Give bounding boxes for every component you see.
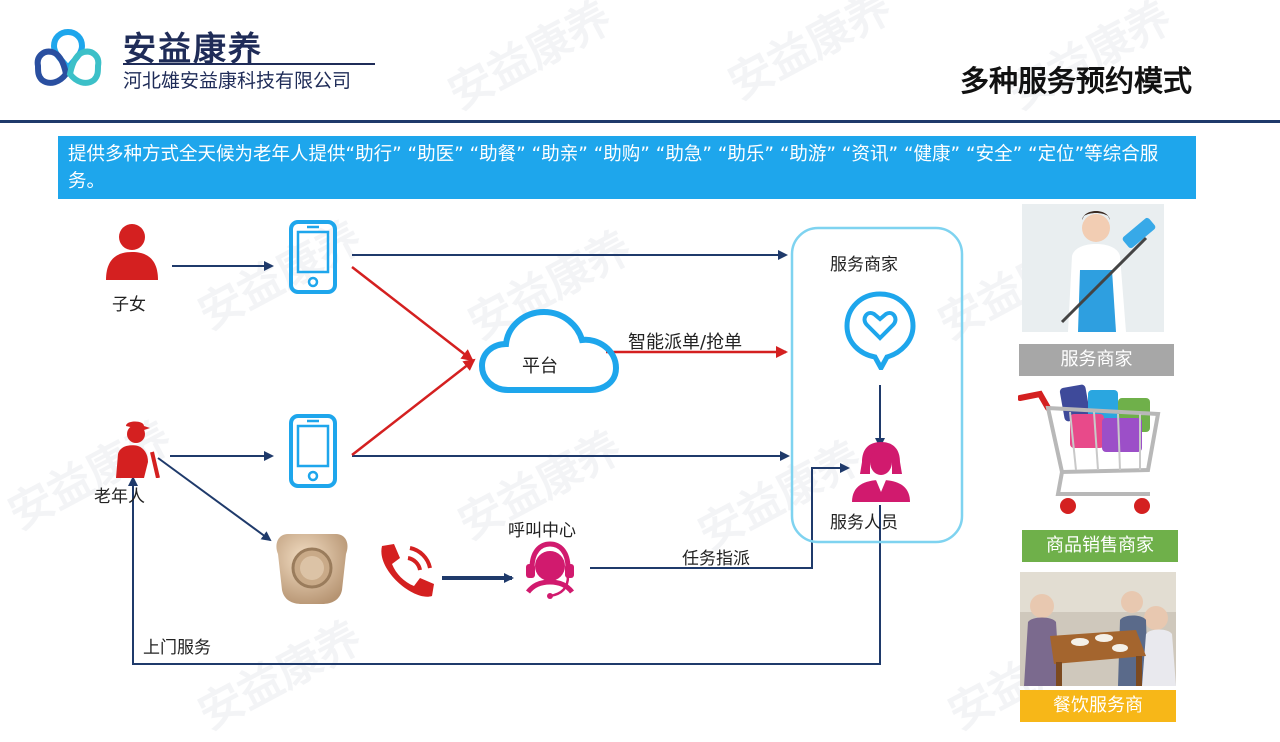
platform-label: 平台 [522,356,558,377]
child-label: 子女 [112,295,146,315]
goods-merchant-caption-text: 商品销售商家 [1046,535,1154,556]
heart-chat-icon [844,291,916,370]
dining-elderly-photo [1020,572,1176,686]
company-logo-icon [34,28,102,86]
arrow-call-center-to-staff [590,463,850,569]
staff-label: 服务人员 [830,513,898,533]
phone-call-icon [381,544,434,597]
call-center-label: 呼叫中心 [508,521,576,541]
intro-banner-text: 提供多种方式全天候为老年人提供“助行” “助医” “助餐” “助亲” “助购” … [68,144,1159,192]
goods-merchant-caption: 商品销售商家 [1022,530,1178,562]
door-service-label: 上门服务 [143,638,211,658]
cleaning-staff-photo [1022,204,1164,332]
cleaning-staff-illustration [1022,204,1164,332]
service-merchant-caption-text: 服务商家 [1060,349,1133,370]
smartphone-icon [289,220,337,294]
cloud-platform-icon [478,308,620,393]
service-staff-icon [852,442,910,502]
smartphone-icon [289,414,337,488]
shopping-cart-icon [1018,384,1161,514]
sos-button-device-icon [276,534,348,604]
catering-merchant-caption-text: 餐饮服务商 [1053,695,1143,716]
arrow-door-service [128,476,881,665]
brand-divider [123,63,375,65]
catering-merchant-caption: 餐饮服务商 [1020,690,1176,722]
company-name: 河北雄安益康科技有限公司 [123,70,352,92]
dining-elderly-illustration [1020,572,1176,686]
call-center-operator-icon [526,541,574,599]
header-divider [0,120,1280,123]
flow-diagram-lines [128,226,964,665]
arrow-elderly-to-sos-button [157,457,272,542]
task-assign-label: 任务指派 [682,549,750,569]
merchant-group-box [790,226,964,544]
service-merchant-caption: 服务商家 [1019,344,1174,376]
arrow-phone-to-platform [351,266,474,362]
slide-title: 多种服务预约模式 [960,64,1193,98]
dispatch-label: 智能派单/抢单 [628,332,743,353]
elderly-person-icon [116,421,160,478]
brand-name: 安益康养 [123,29,263,68]
elderly-label: 老年人 [94,487,145,507]
intro-banner: 提供多种方式全天候为老年人提供“助行” “助医” “助餐” “助亲” “助购” … [58,136,1196,199]
arrow-phone2-to-platform [351,358,476,456]
child-person-icon [106,224,158,280]
merchant-label: 服务商家 [830,255,898,275]
